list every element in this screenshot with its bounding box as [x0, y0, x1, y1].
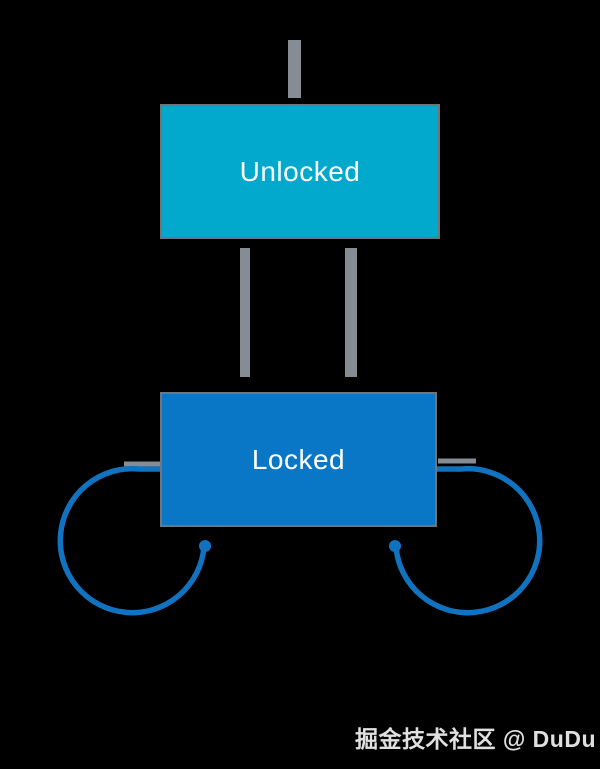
locked-self-loop-right: [393, 465, 543, 616]
state-label-unlocked: Unlocked: [239, 155, 361, 187]
locked-self-loop-left: [57, 465, 207, 616]
state-node-locked: Locked: [160, 392, 437, 527]
locked-self-loop-right-arrowhead: [389, 540, 401, 552]
state-label-locked: Locked: [251, 443, 346, 475]
watermark-text: 掘金技术社区 @ DuDu: [354, 726, 596, 752]
locked-self-loop-left-arrowhead: [199, 540, 211, 552]
state-node-unlocked: Unlocked: [160, 104, 440, 239]
